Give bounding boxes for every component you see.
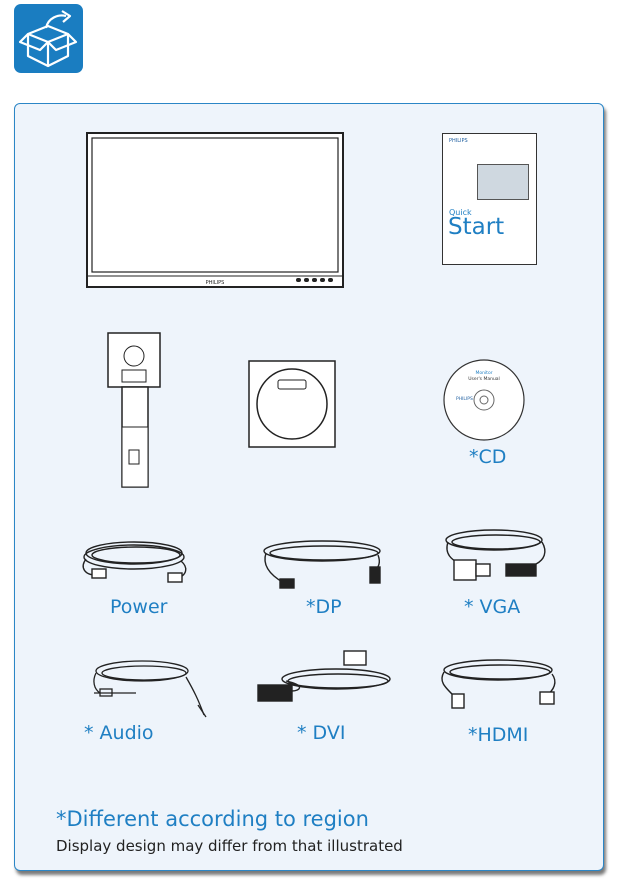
cd-brand: PHILIPS (456, 396, 473, 402)
cd-label: *CD (469, 446, 507, 468)
dp-cable-illustration (256, 535, 392, 599)
hdmi-label: *HDMI (468, 724, 529, 746)
vga-cable-illustration (440, 524, 552, 590)
dp-label: *DP (306, 596, 342, 618)
open-box-icon (14, 4, 83, 73)
monitor-thumbnail (477, 164, 529, 200)
power-label: Power (110, 596, 168, 618)
dvi-label: * DVI (297, 722, 346, 744)
region-note: *Different according to region (56, 807, 369, 831)
quick-start-line2: Start (448, 214, 505, 240)
quick-start-brand: PHILIPS (449, 138, 468, 144)
vga-label: * VGA (464, 596, 521, 618)
audio-cable-illustration (86, 655, 210, 725)
hdmi-cable-illustration (434, 652, 562, 716)
base-illustration (248, 360, 336, 452)
cd-illustration: Monitor User's Manual PHILIPS (442, 358, 526, 446)
monitor-brand: PHILIPS (206, 280, 225, 286)
cd-subtitle: User's Manual (468, 376, 500, 382)
audio-label: * Audio (84, 722, 154, 744)
dvi-cable-illustration (256, 645, 396, 711)
design-note: Display design may differ from that illu… (56, 837, 403, 855)
cd-title: Monitor (475, 370, 492, 376)
monitor-illustration: PHILIPS (86, 132, 344, 294)
quick-start-line1: Quick (449, 208, 472, 217)
quick-start-guide: PHILIPS Quick Start (442, 133, 537, 265)
power-cable-illustration (76, 535, 194, 589)
stand-illustration (106, 330, 164, 494)
